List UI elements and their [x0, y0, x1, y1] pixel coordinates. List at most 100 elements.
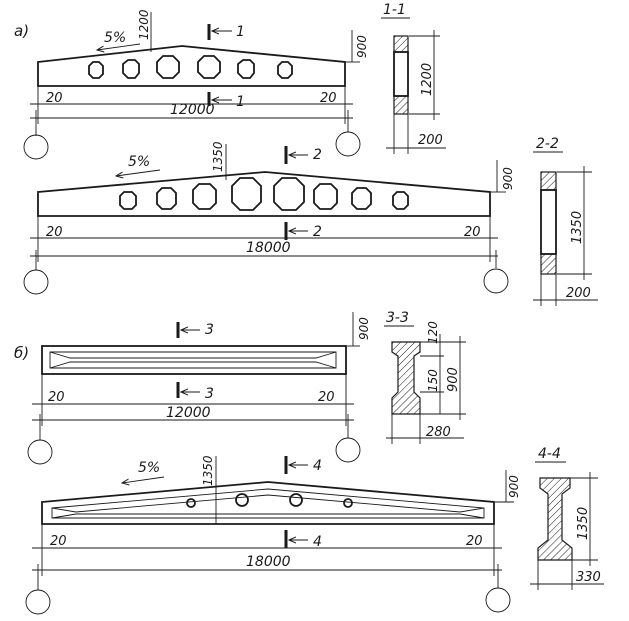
beam-3-outline [41, 345, 347, 375]
section-4-title: 4-4 [538, 446, 561, 462]
section-2-width: 200 [566, 286, 591, 301]
section-4-width: 330 [576, 570, 601, 585]
beam-2-opening [392, 191, 409, 210]
beam-2-opening [119, 191, 137, 210]
section-2-web [540, 189, 557, 255]
beam-1-openings [88, 55, 293, 79]
beam-1-span: 12000 [170, 102, 215, 118]
part-label-a: а) [14, 22, 29, 40]
beam-3-section-label-top: 3 [205, 322, 214, 338]
beam-1-height-end: 900 [355, 35, 369, 58]
beam-2-section-label-bottom: 2 [313, 224, 322, 240]
beam-4-axis-marker-left [25, 589, 51, 615]
beam-2: 5% 1350 2 2 900 20 20 18000 [23, 141, 515, 295]
beam-2-slope-arrow [116, 169, 161, 176]
section-1-title: 1-1 [383, 2, 406, 18]
beam-3-axis-marker-right [335, 437, 361, 463]
section-3-i-profile [391, 341, 421, 415]
section-1-height: 1200 [420, 63, 435, 96]
beam-1-opening [88, 61, 104, 79]
section-3-flange-top: 120 [426, 321, 440, 344]
section-2-height: 1350 [570, 211, 585, 244]
beam-4-opening [289, 493, 303, 507]
beam-4: 5% 1350 4 4 900 20 20 18000 [25, 455, 521, 615]
beam-2-height-mid: 1350 [211, 141, 225, 172]
beam-2-opening [192, 183, 217, 210]
beam-1-axis-marker-right [335, 131, 361, 157]
section-3-width: 280 [426, 425, 451, 440]
beam-3-axis-marker-left [27, 439, 53, 465]
part-label-b: б) [14, 344, 29, 362]
beam-4-outline [41, 481, 495, 525]
section-3-3: 3-3 120 150 900 280 [384, 310, 466, 444]
beam-2-section-label-top: 2 [313, 147, 322, 163]
beam-1-axis-marker-left [23, 134, 49, 160]
beam-2-opening [156, 187, 177, 210]
section-2-title: 2-2 [536, 136, 559, 152]
beam-4-section-label-bottom: 4 [313, 534, 322, 550]
beam-4-height-end: 900 [507, 475, 521, 498]
beam-4-overhang-right: 20 [466, 534, 483, 549]
beam-3-section-label-bottom: 3 [205, 386, 214, 402]
beam-4-web-outline [51, 488, 485, 519]
beam-2-height-end: 900 [501, 167, 515, 190]
section-1-1: 1-1 1200 200 [381, 2, 446, 154]
beam-4-slope-label: 5% [138, 460, 160, 476]
beam-1-slope-label: 5% [104, 30, 126, 46]
beam-2-openings [119, 177, 409, 211]
beam-4-opening [186, 498, 196, 508]
section-2-bottom-flange [540, 253, 557, 275]
beam-4-slope-arrow [122, 476, 165, 483]
beam-2-axis-marker-left [23, 269, 49, 295]
beam-1-slope-arrow [97, 43, 141, 50]
section-3-height: 900 [446, 367, 461, 392]
beam-1-opening [122, 59, 140, 79]
beam-1-opening [197, 55, 221, 79]
beam-3-web-taper [49, 351, 337, 369]
beam-3-web-outline [49, 351, 337, 369]
beam-1-opening [237, 59, 255, 79]
section-4-i-profile [537, 477, 573, 561]
beam-2-opening [231, 177, 262, 211]
beam-4-opening [343, 498, 353, 508]
beam-3: 3 3 900 20 20 12000 [27, 312, 371, 465]
beam-3-span: 12000 [166, 405, 211, 421]
beam-4-axis-marker-right [485, 587, 511, 613]
section-4-height: 1350 [576, 507, 591, 540]
section-1-bottom-flange [393, 95, 409, 115]
beam-3-height-end: 900 [357, 317, 371, 340]
beam-1-overhang-left: 20 [46, 91, 63, 106]
beam-2-overhang-right: 20 [464, 225, 481, 240]
section-4-4: 4-4 1350 330 [530, 446, 604, 590]
beam-1-height-mid: 1200 [137, 9, 151, 40]
beam-4-overhang-left: 20 [50, 534, 67, 549]
beam-2-axis-marker-right [483, 268, 509, 294]
beam-2-span: 18000 [246, 240, 291, 256]
beam-3-overhang-left: 20 [48, 390, 65, 405]
beam-4-web-taper [51, 494, 485, 519]
beam-2-outline [37, 171, 491, 217]
section-3-title: 3-3 [386, 310, 409, 326]
beam-1-section-label-top: 1 [236, 24, 245, 40]
beam-4-height-mid: 1350 [201, 455, 215, 486]
beam-4-openings [186, 493, 353, 508]
beam-1-outline [37, 45, 346, 87]
beam-1-opening [156, 55, 180, 79]
beam-4-span: 18000 [246, 554, 291, 570]
beam-1: 5% 1200 1 1 900 20 20 12000 [23, 9, 369, 160]
section-2-top-flange [540, 171, 557, 191]
section-2-2: 2-2 1350 200 [533, 136, 598, 306]
section-1-web [393, 51, 409, 97]
beam-4-section-label-top: 4 [313, 458, 322, 474]
beam-3-overhang-right: 20 [318, 390, 335, 405]
beam-1-section-label-bottom: 1 [236, 94, 245, 110]
beam-2-overhang-left: 20 [46, 225, 63, 240]
beam-2-opening [313, 183, 338, 210]
section-1-width: 200 [418, 133, 443, 148]
section-1-top-flange [393, 35, 409, 53]
beam-2-opening [273, 177, 305, 211]
beam-4-opening [235, 493, 249, 507]
section-3-web-height: 150 [426, 369, 440, 392]
beam-1-overhang-right: 20 [320, 91, 337, 106]
